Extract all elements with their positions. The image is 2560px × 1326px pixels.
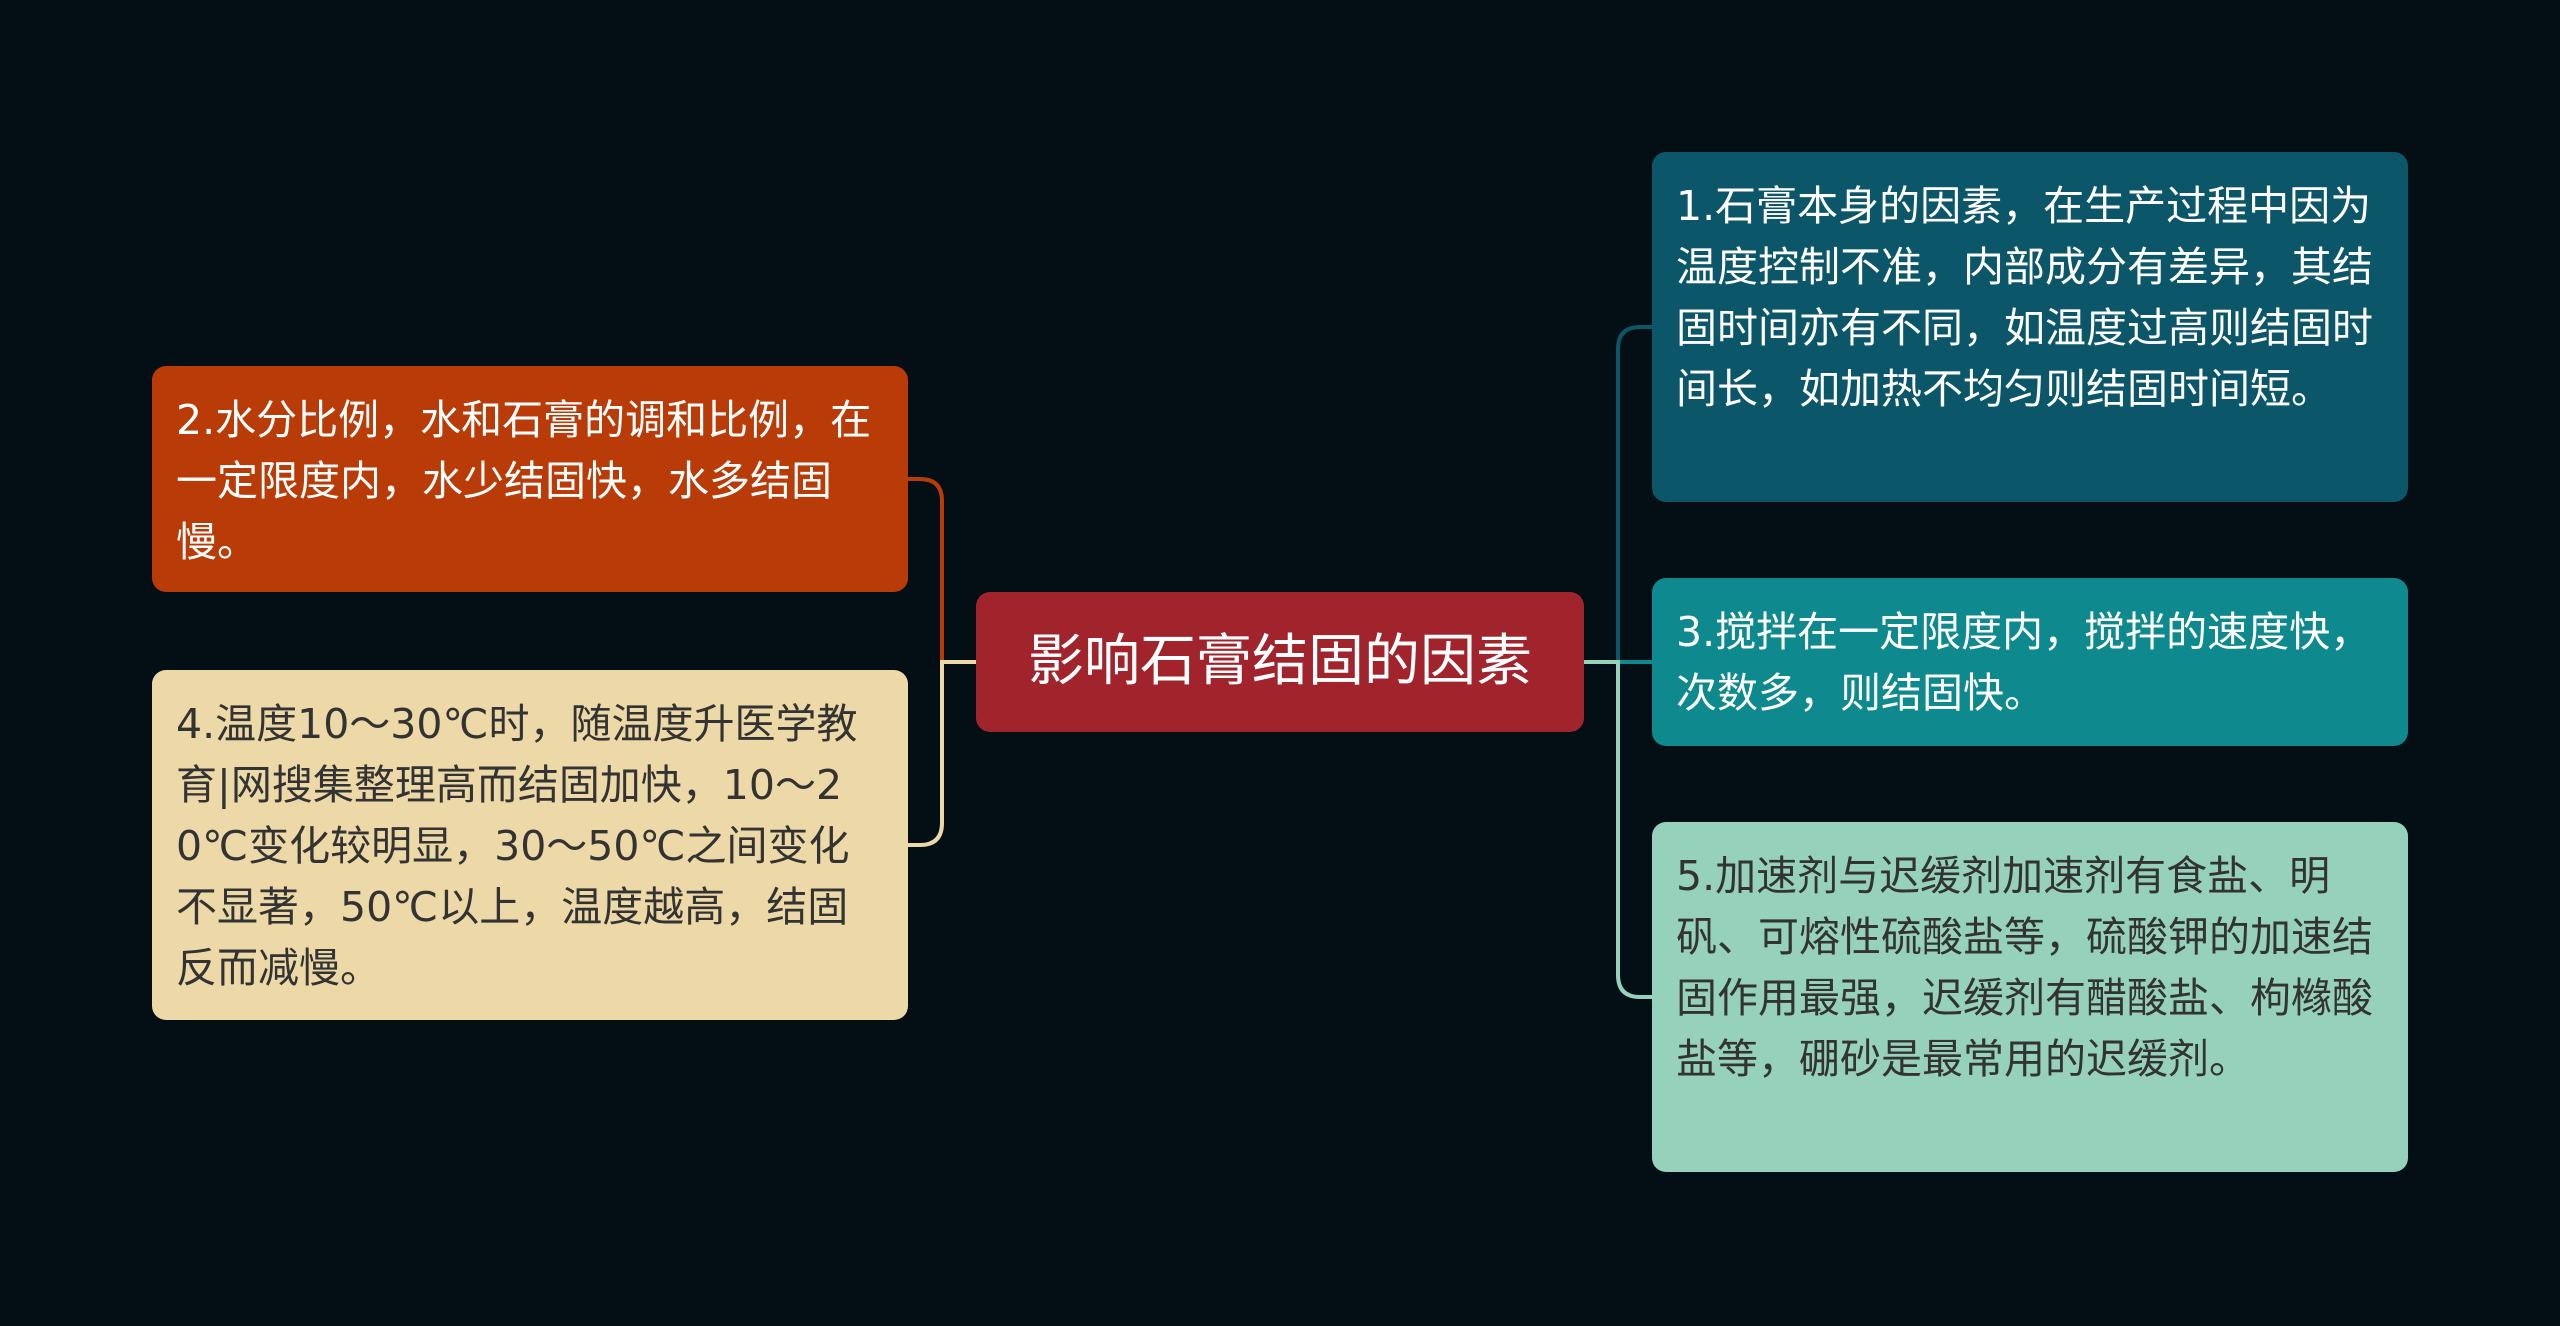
branch-node-5[interactable]: 5.加速剂与迟缓剂加速剂有食盐、明矾、可熔性硫酸盐等，硫酸钾的加速结固作用最强，… <box>1652 822 2408 1172</box>
connector-branch-4 <box>908 660 976 847</box>
branch-node-2[interactable]: 2.水分比例，水和石膏的调和比例，在一定限度内，水少结固快，水多结固慢。 <box>152 366 908 592</box>
branch-node-4[interactable]: 4.温度10～30℃时，随温度升医学教育|网搜集整理高而结固加快，10～20℃变… <box>152 670 908 1020</box>
connector-branch-2 <box>908 477 976 664</box>
connector-branch-5 <box>1584 660 1652 999</box>
branch-node-1[interactable]: 1.石膏本身的因素，在生产过程中因为温度控制不准，内部成分有差异，其结固时间亦有… <box>1652 152 2408 502</box>
branch-node-3[interactable]: 3.搅拌在一定限度内，搅拌的速度快，次数多，则结固快。 <box>1652 578 2408 746</box>
connector-branch-1 <box>1584 325 1652 664</box>
central-topic[interactable]: 影响石膏结固的因素 <box>976 592 1584 732</box>
